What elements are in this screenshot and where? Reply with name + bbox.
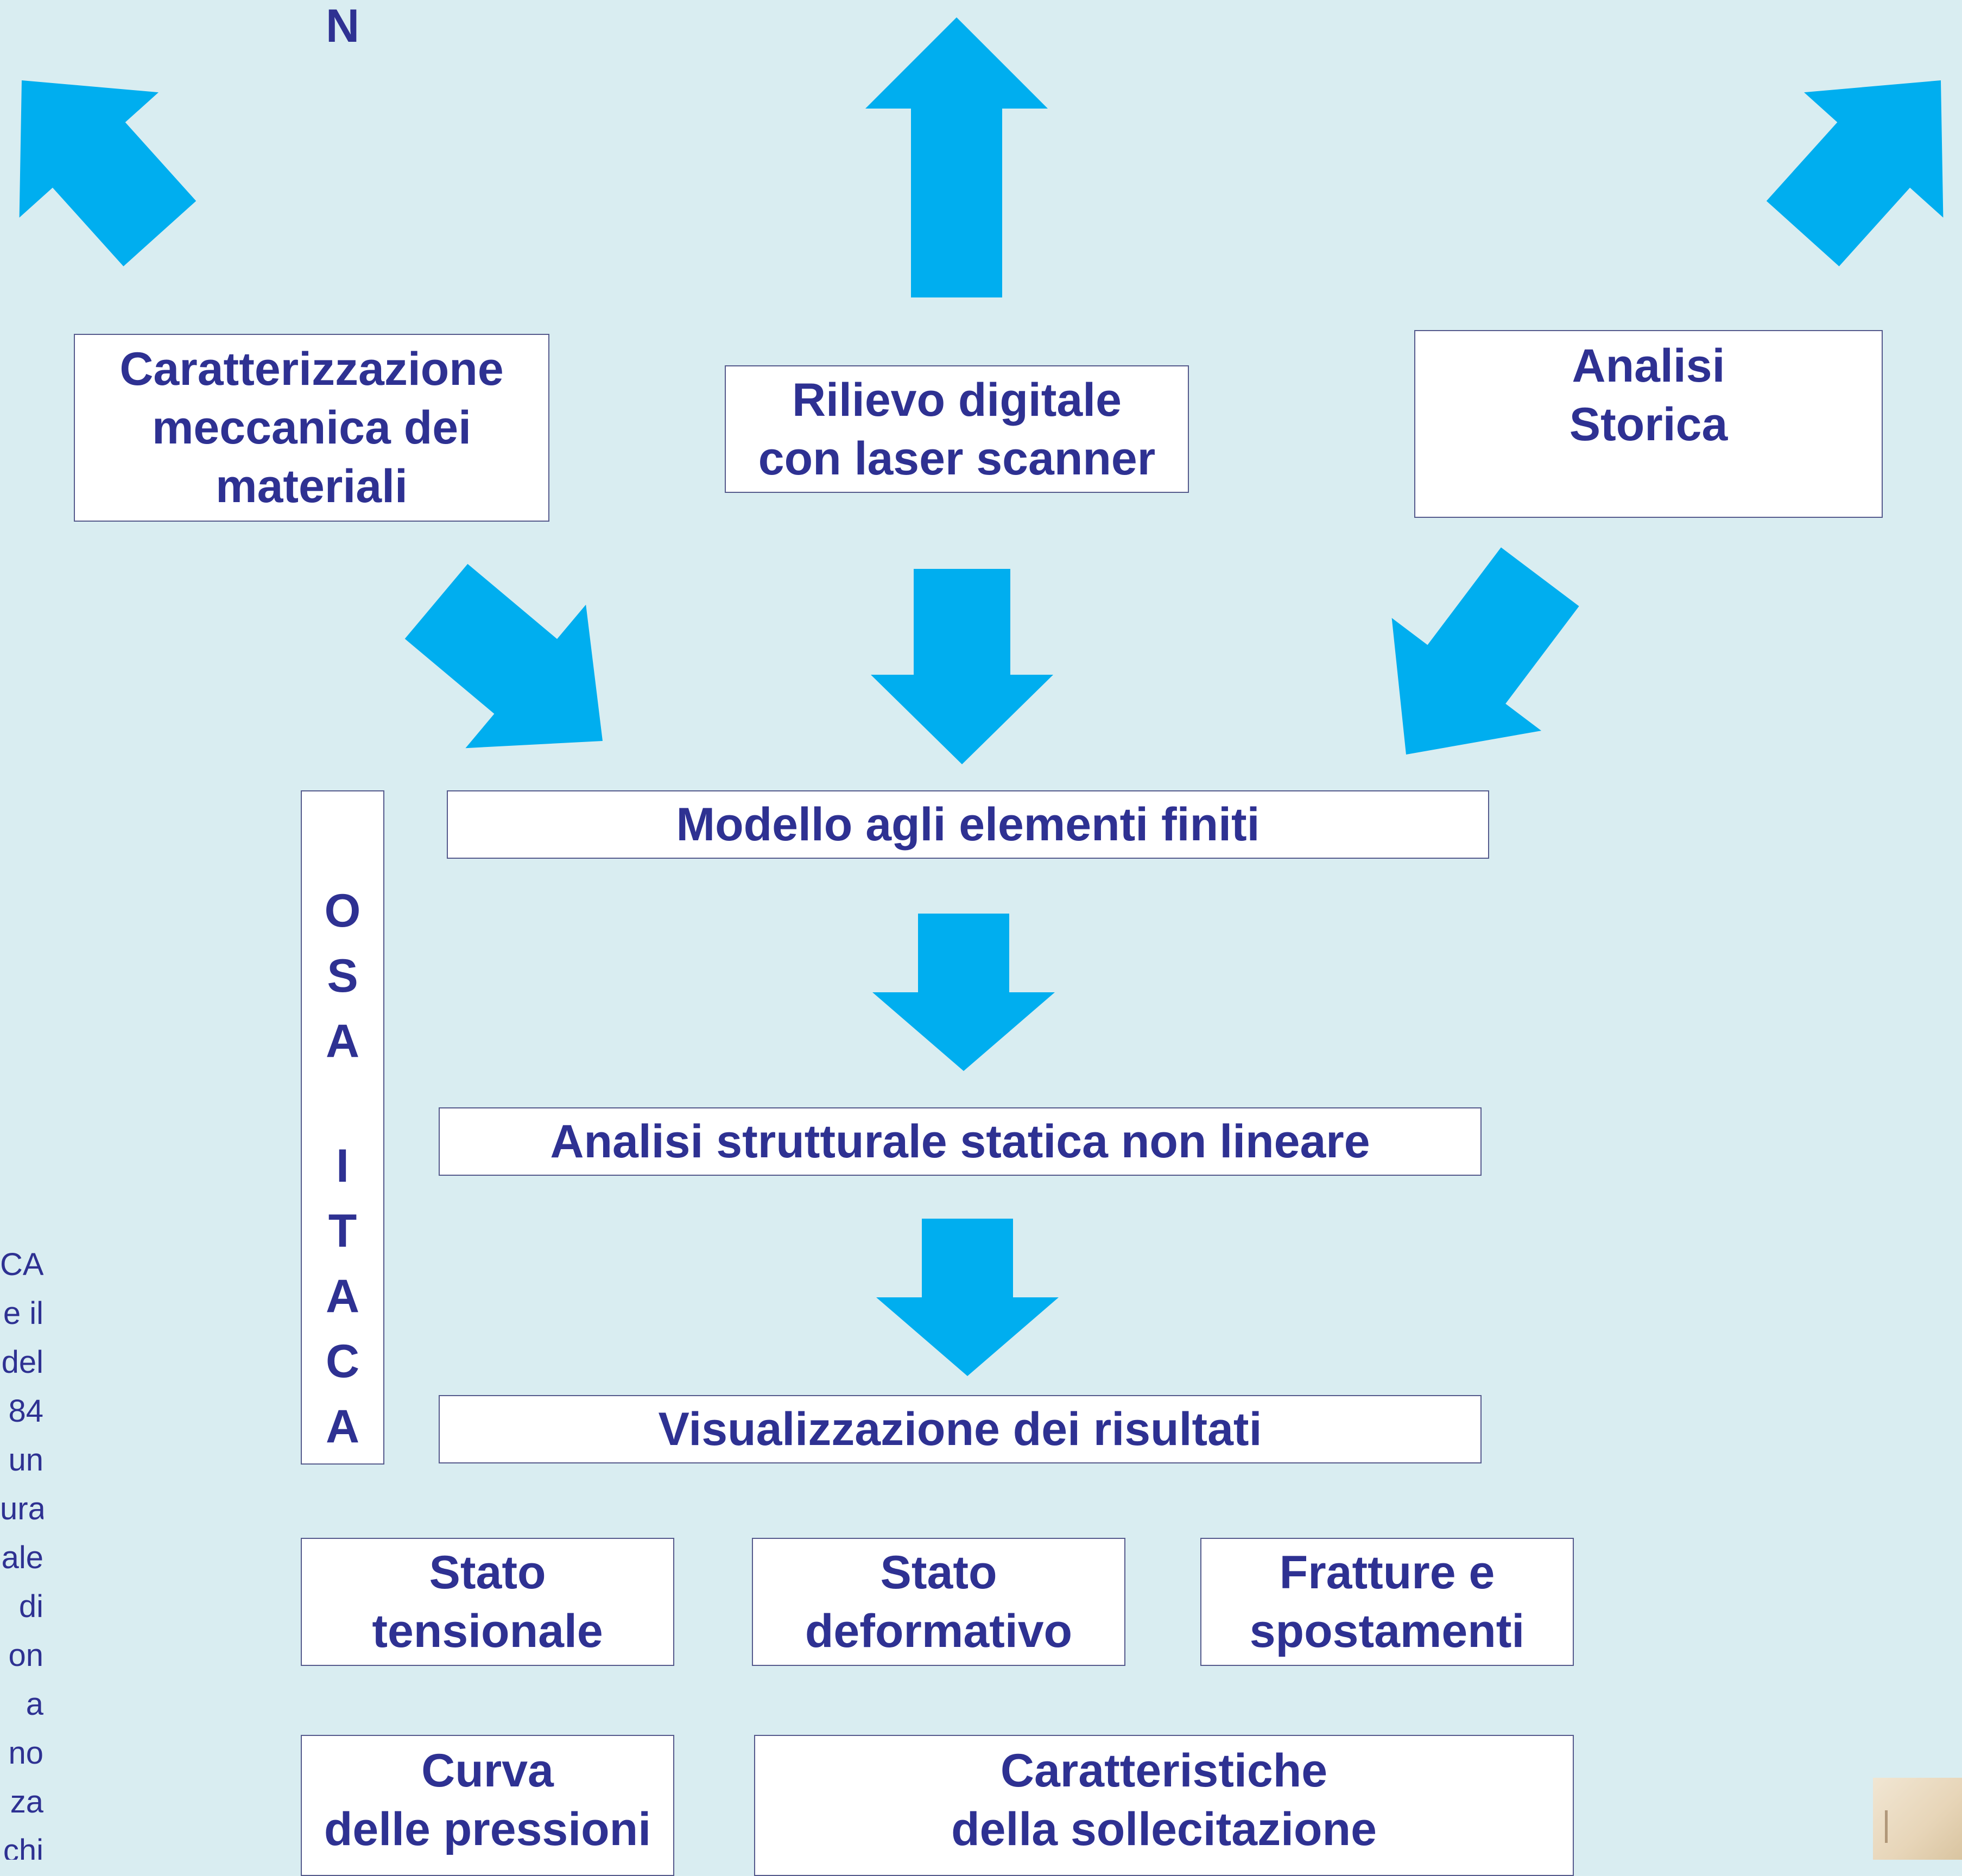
side-text-line: chi (3, 1833, 43, 1860)
results-visualization-box: Visualizzazione dei risultati (439, 1395, 1482, 1463)
fem-model-box: Modello agli elementi finiti (447, 790, 1489, 859)
vertical-letter: S (327, 950, 358, 1002)
arrow-up-left-icon (19, 80, 197, 267)
cropped-photo-thumbnail (1873, 1778, 1962, 1860)
vertical-letter: I (336, 1140, 349, 1192)
laser-scanner-survey-box: Rilievo digitale con laser scanner (725, 365, 1189, 493)
structural-analysis-box: Analisi strutturale statica non lineare (439, 1107, 1482, 1176)
stress-characteristics-box: Caratteristiche della sollecitazione (754, 1735, 1574, 1876)
arrow-up-right-icon (1766, 80, 1944, 267)
vertical-letter: A (325, 1015, 360, 1067)
arrow-up-icon (865, 17, 1048, 297)
arrow-down-icon (872, 914, 1055, 1071)
side-text-line: CA (0, 1247, 43, 1282)
arrow-down-right-icon (404, 563, 603, 749)
side-text-line: a (26, 1687, 43, 1722)
vertical-letter: O (324, 885, 361, 937)
side-text-line: za (10, 1784, 43, 1820)
side-text-line: on (8, 1638, 43, 1673)
nosa-itaca-label: N O S A I T A C A (301, 0, 384, 1465)
side-text-line: del (1, 1345, 43, 1380)
fractures-displacements-box: Fratture e spostamenti (1200, 1538, 1574, 1666)
arrow-down-left-icon (1391, 547, 1579, 755)
cropped-side-text: CA e il del 84 un ura ale di on a no za … (0, 1240, 43, 1860)
side-text-line: ale (1, 1540, 43, 1575)
vertical-letter: C (325, 1335, 360, 1387)
side-text-line: ura (0, 1491, 43, 1526)
historical-analysis-box: Analisi Storica (1414, 330, 1883, 518)
arrow-down-icon (876, 1219, 1059, 1376)
side-text-line: un (8, 1442, 43, 1478)
vertical-letter: T (328, 1205, 357, 1257)
tension-state-box: Stato tensionale (301, 1538, 674, 1666)
side-text-line: 84 (8, 1393, 43, 1429)
arrow-down-icon (871, 569, 1053, 764)
side-text-line: di (18, 1589, 43, 1624)
vertical-letter: A (325, 1400, 360, 1453)
side-text-line: no (8, 1735, 43, 1771)
side-text-line: e il (3, 1296, 43, 1331)
vertical-letter: N (325, 0, 360, 52)
pressure-curve-box: Curva delle pressioni (301, 1735, 674, 1876)
materials-characterization-box: Caratterizzazione meccanica dei material… (74, 334, 549, 522)
vertical-letter: A (325, 1270, 360, 1322)
deformation-state-box: Stato deformativo (752, 1538, 1125, 1666)
